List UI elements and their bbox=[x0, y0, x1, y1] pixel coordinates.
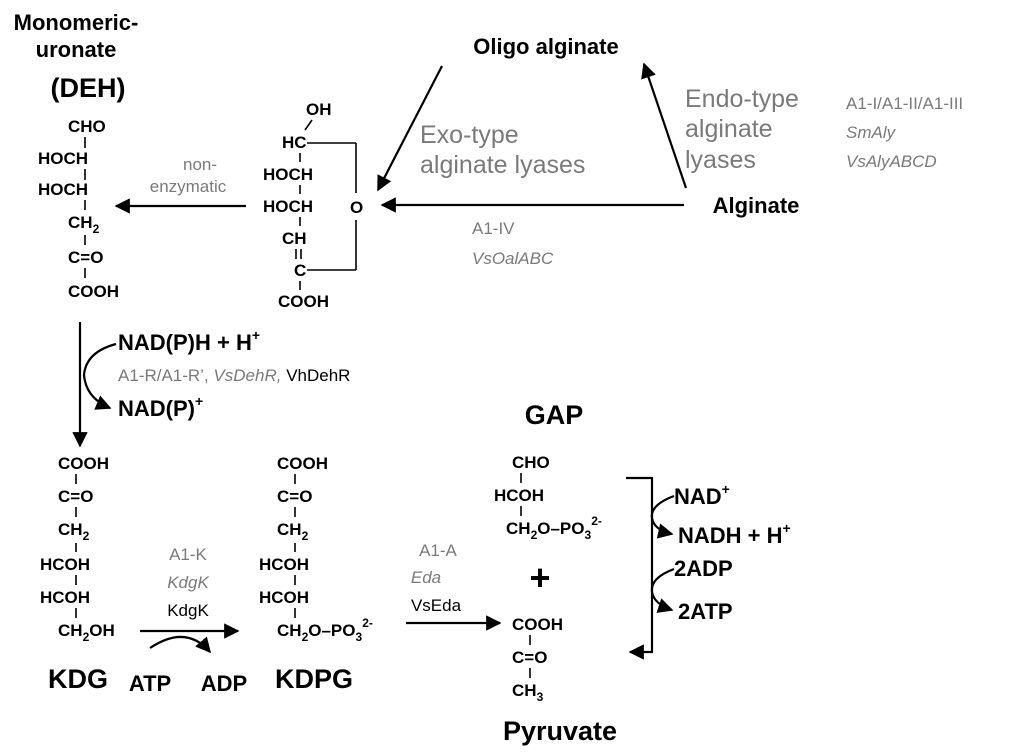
deh-hoch-2: HOCH bbox=[38, 180, 88, 199]
kdg-label: KDG bbox=[48, 664, 108, 694]
non-enzymatic-label-1: non- bbox=[183, 155, 217, 174]
cyc-c: C bbox=[294, 261, 306, 280]
exo-type-label-1: Exo-type bbox=[420, 121, 519, 149]
nadph-curved-arrow bbox=[82, 342, 117, 410]
exo-enzyme-a1-iv: A1-IV bbox=[472, 219, 515, 238]
nadph-label: NAD(P)H + H+ bbox=[118, 327, 260, 355]
kdpg-ch2opo3: CH2O–PO32- bbox=[277, 616, 373, 644]
cyc-hoch-1: HOCH bbox=[263, 165, 313, 184]
nad-curved-arrow bbox=[650, 494, 675, 539]
deh-label: (DEH) bbox=[51, 73, 126, 103]
plus-sign: + bbox=[529, 557, 550, 598]
kdg-cooh: COOH bbox=[58, 454, 109, 473]
kdg-hcoh-1: HCOH bbox=[40, 555, 90, 574]
pyruvate-co: C=O bbox=[512, 648, 547, 667]
deh-co: C=O bbox=[68, 248, 103, 267]
endo-type-label-2: alginate bbox=[685, 115, 773, 143]
kdpg-hcoh-1: HCOH bbox=[259, 555, 309, 574]
gap-cho: CHO bbox=[512, 453, 550, 472]
atp-label: ATP bbox=[129, 671, 171, 696]
deh-ch2: CH2 bbox=[68, 213, 100, 236]
nadh-label: NADH + H+ bbox=[678, 520, 791, 548]
kdpg-label: KDPG bbox=[275, 664, 353, 694]
aldolase-vseda: VsEda bbox=[411, 596, 462, 615]
nadp-label: NAD(P)+ bbox=[118, 393, 203, 421]
kdg-structure: COOH C=O CH2 HCOH HCOH CH2OH bbox=[40, 454, 115, 644]
atp-curved-arrow bbox=[149, 635, 212, 654]
monomeric-uronate-label-2: uronate bbox=[36, 37, 117, 62]
gap-ch2opo3: CH2O–PO32- bbox=[506, 514, 602, 542]
kdpg-ch2: CH2 bbox=[277, 520, 309, 543]
pyruvate-label: Pyruvate bbox=[503, 716, 617, 746]
pyruvate-structure: COOH C=O CH3 bbox=[512, 615, 563, 704]
non-enzymatic-label-2: enzymatic bbox=[150, 177, 227, 196]
cyc-cooh: COOH bbox=[278, 292, 329, 311]
cyc-hc: HC bbox=[282, 133, 307, 152]
endo-enzyme-a1: A1-I/A1-II/A1-III bbox=[846, 94, 963, 113]
deh-structure: CHO HOCH HOCH CH2 C=O COOH bbox=[38, 117, 119, 301]
endo-type-label-1: Endo-type bbox=[685, 85, 799, 113]
oligo-to-cyclic-arrow bbox=[377, 65, 443, 192]
kdpg-cooh: COOH bbox=[277, 454, 328, 473]
gap-to-pyruvate-arrow bbox=[626, 476, 654, 660]
kinase-kdgk: KdgK bbox=[167, 601, 209, 620]
endo-type-label-3: lyases bbox=[685, 146, 756, 174]
gap-hcoh: HCOH bbox=[494, 486, 544, 505]
deh-hoch-1: HOCH bbox=[38, 149, 88, 168]
aldolase-a1-a: A1-A bbox=[419, 541, 457, 560]
pyruvate-ch3: CH3 bbox=[512, 681, 544, 704]
two-atp-label: 2ATP bbox=[678, 599, 733, 624]
alginate-label: Alginate bbox=[713, 193, 800, 218]
cyc-ch: CH bbox=[282, 229, 307, 248]
kdpg-hcoh-2: HCOH bbox=[259, 588, 309, 607]
endo-enzyme-vsalyabcd: VsAlyABCD bbox=[846, 152, 937, 171]
adp-label: ADP bbox=[201, 671, 247, 696]
deh-cho: CHO bbox=[68, 117, 106, 136]
cyclic-intermediate-structure: OH HC HOCH HOCH O CH C COOH bbox=[263, 100, 363, 311]
alginate-to-oligo-arrow bbox=[641, 62, 688, 189]
kdg-ch2: CH2 bbox=[58, 520, 90, 543]
two-adp-label: 2ADP bbox=[674, 556, 733, 581]
kdpg-co: C=O bbox=[277, 487, 312, 506]
gap-label: GAP bbox=[525, 400, 584, 430]
oligo-alginate-label: Oligo alginate bbox=[473, 34, 618, 59]
pyruvate-cooh: COOH bbox=[512, 615, 563, 634]
kdpg-structure: COOH C=O CH2 HCOH HCOH CH2O–PO32- bbox=[259, 454, 373, 644]
cyc-hoch-2: HOCH bbox=[263, 197, 313, 216]
nad-label: NAD+ bbox=[674, 481, 730, 509]
aldolase-eda-italic: Eda bbox=[411, 568, 441, 587]
monomeric-uronate-label-1: Monomeric- bbox=[14, 10, 139, 35]
kdg-hcoh-2: HCOH bbox=[40, 588, 90, 607]
cyc-o: O bbox=[350, 198, 363, 217]
adp-curved-arrow bbox=[650, 567, 675, 613]
exo-enzyme-vsoalabc: VsOalABC bbox=[472, 249, 554, 268]
endo-enzyme-smaly: SmAly bbox=[846, 123, 897, 142]
exo-type-label-2: alginate lyases bbox=[420, 151, 585, 179]
kinase-a1-k: A1-K bbox=[169, 545, 207, 564]
reductase-label: A1-R/A1-R’, VsDehR, VhDehR bbox=[118, 366, 350, 385]
kinase-kdgk-italic: KdgK bbox=[167, 573, 209, 592]
deh-cooh: COOH bbox=[68, 282, 119, 301]
kdg-ch2oh: CH2OH bbox=[58, 621, 115, 644]
kdg-co: C=O bbox=[58, 487, 93, 506]
cyc-oh: OH bbox=[306, 100, 332, 119]
gap-structure: CHO HCOH CH2O–PO32- bbox=[494, 453, 602, 542]
